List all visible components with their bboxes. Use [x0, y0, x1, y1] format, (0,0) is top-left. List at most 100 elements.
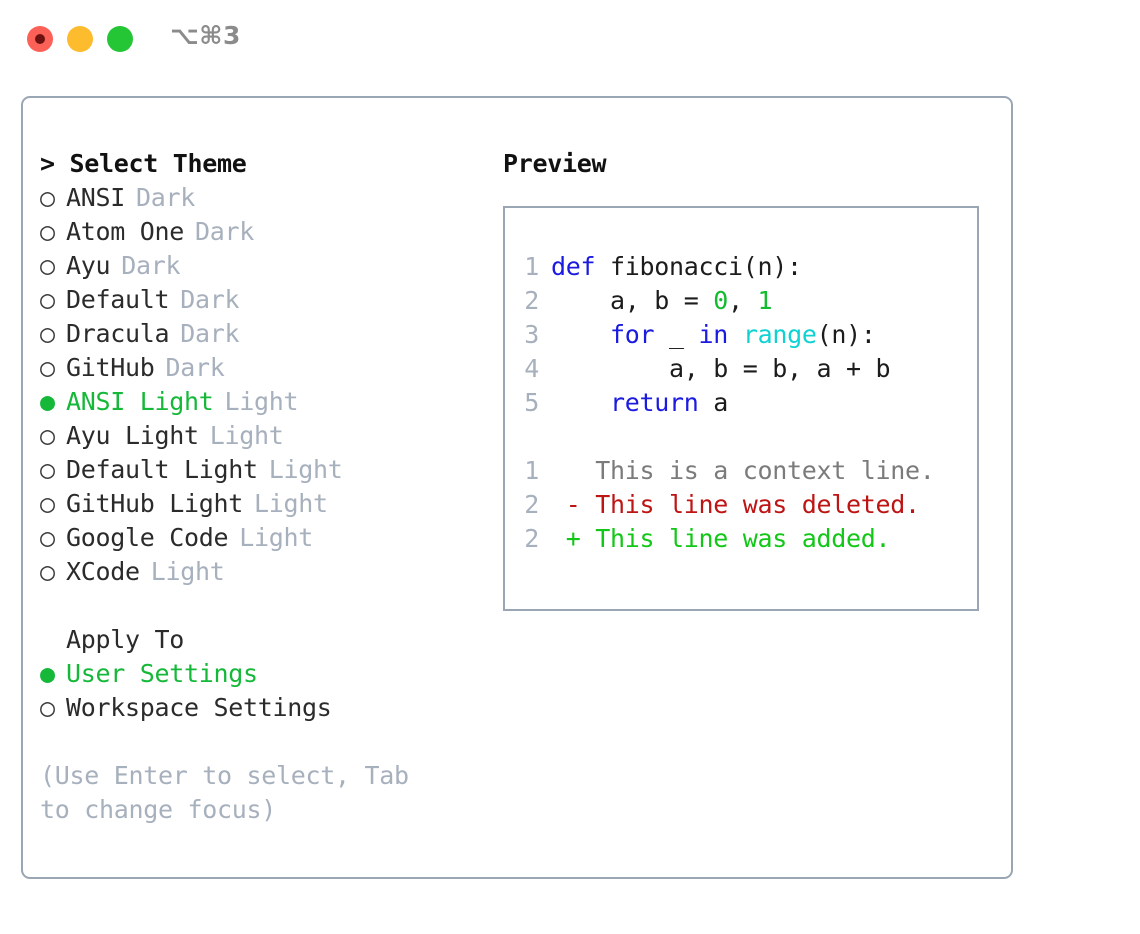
line-number: 1 [524, 252, 539, 281]
theme-option-tag: Dark [121, 251, 181, 280]
theme-option-default-light[interactable]: ○ Default Light Light [40, 453, 490, 487]
apply-to-option-user-settings[interactable]: ● User Settings [40, 657, 490, 691]
theme-option-name: ANSI Light [66, 387, 214, 416]
code-token-num: 0 [713, 286, 729, 315]
line-number: 2 [524, 490, 539, 519]
theme-option-name: ANSI [66, 183, 126, 212]
theme-option-tag: Dark [180, 319, 240, 348]
diff-line-add: 2 + This line was added. [515, 522, 971, 556]
theme-option-name: GitHub [66, 353, 155, 382]
radio-unselected-icon: ○ [40, 217, 55, 246]
minimize-button[interactable] [67, 26, 93, 52]
keyboard-hint: (Use Enter to select, Tab to change focu… [40, 761, 409, 824]
diff-line-del: 2 - This line was deleted. [515, 488, 971, 522]
preview-title: Preview [503, 149, 607, 178]
code-token-txt: _ [654, 320, 699, 349]
theme-option-github[interactable]: ○ GitHub Dark [40, 351, 490, 385]
code-token-num: 1 [757, 286, 773, 315]
radio-selected-icon: ● [40, 387, 55, 416]
theme-option-name: Default Light [66, 455, 258, 484]
theme-option-tag: Dark [180, 285, 240, 314]
theme-option-ayu-light[interactable]: ○ Ayu Light Light [40, 419, 490, 453]
spacer [40, 589, 490, 623]
code-token-kw: return [610, 388, 699, 417]
select-theme-header: > Select Theme [40, 149, 247, 178]
radio-selected-icon: ● [40, 659, 55, 688]
radio-unselected-icon: ○ [40, 421, 55, 450]
code-token-txt: a, b = [551, 286, 714, 315]
theme-option-name: Google Code [66, 523, 229, 552]
radio-unselected-icon: ○ [40, 353, 55, 382]
theme-option-name: Dracula [66, 319, 170, 348]
code-line: 4 a, b = b, a + b [515, 352, 971, 386]
radio-unselected-icon: ○ [40, 557, 55, 586]
theme-option-atom-one[interactable]: ○ Atom One Dark [40, 215, 490, 249]
code-token-txt [551, 320, 610, 349]
theme-option-name: GitHub Light [66, 489, 244, 518]
theme-option-tag: Dark [136, 183, 196, 212]
code-line: 5 return a [515, 386, 971, 420]
theme-option-tag: Light [150, 557, 225, 586]
radio-unselected-icon: ○ [40, 251, 55, 280]
radio-unselected-icon: ○ [40, 523, 55, 552]
diff-line-text: This is a context line. [551, 456, 935, 485]
diff-line-text: + This line was added. [551, 524, 891, 553]
code-token-txt: (n): [816, 320, 876, 349]
theme-option-dracula[interactable]: ○ Dracula Dark [40, 317, 490, 351]
code-token-kw: def [551, 252, 611, 281]
apply-to-option-name: Workspace Settings [66, 693, 332, 722]
theme-option-tag: Dark [165, 353, 225, 382]
code-token-kw: for [610, 320, 655, 349]
title-bar: ⌥⌘3 [0, 0, 1140, 78]
code-line: 1 def fibonacci(n): [515, 250, 971, 284]
theme-option-tag: Light [239, 523, 314, 552]
theme-option-name: Ayu Light [66, 421, 199, 450]
code-token-txt [551, 388, 610, 417]
code-token-txt: fibonacci(n): [610, 252, 802, 281]
code-line: 3 for _ in range(n): [515, 318, 971, 352]
radio-unselected-icon: ○ [40, 455, 55, 484]
theme-option-tag: Light [209, 421, 284, 450]
diff-lines: 1 This is a context line.2 - This line w… [515, 454, 971, 556]
theme-option-name: Ayu [66, 251, 111, 280]
code-token-txt: a [698, 388, 729, 417]
maximize-button[interactable] [107, 26, 133, 52]
radio-unselected-icon: ○ [40, 489, 55, 518]
radio-unselected-icon: ○ [40, 285, 55, 314]
radio-unselected-icon: ○ [40, 183, 55, 212]
line-number: 1 [524, 456, 539, 485]
theme-option-tag: Light [268, 455, 343, 484]
theme-option-name: Atom One [66, 217, 185, 246]
diff-line-ctx: 1 This is a context line. [515, 454, 971, 488]
theme-option-tag: Dark [195, 217, 255, 246]
code-token-fn: range [742, 320, 817, 349]
code-token-txt: a, b = b, a + b [551, 354, 891, 383]
line-number: 2 [524, 524, 539, 553]
theme-option-github-light[interactable]: ○ GitHub Light Light [40, 487, 490, 521]
theme-option-google-code[interactable]: ○ Google Code Light [40, 521, 490, 555]
radio-unselected-icon: ○ [40, 693, 55, 722]
line-number: 5 [524, 388, 539, 417]
window-controls [27, 26, 133, 52]
code-line: 2 a, b = 0, 1 [515, 284, 971, 318]
apply-to-option-name: User Settings [66, 659, 258, 688]
theme-option-tag: Light [254, 489, 328, 518]
apply-to-option-workspace-settings[interactable]: ○ Workspace Settings [40, 691, 490, 725]
radio-unselected-icon: ○ [40, 319, 55, 348]
theme-option-ayu[interactable]: ○ Ayu Dark [40, 249, 490, 283]
theme-option-ansi[interactable]: ○ ANSI Dark [40, 181, 490, 215]
keyboard-shortcut-label: ⌥⌘3 [170, 21, 241, 50]
code-token-txt [728, 320, 743, 349]
close-button[interactable] [27, 26, 53, 52]
code-token-kw: in [698, 320, 729, 349]
